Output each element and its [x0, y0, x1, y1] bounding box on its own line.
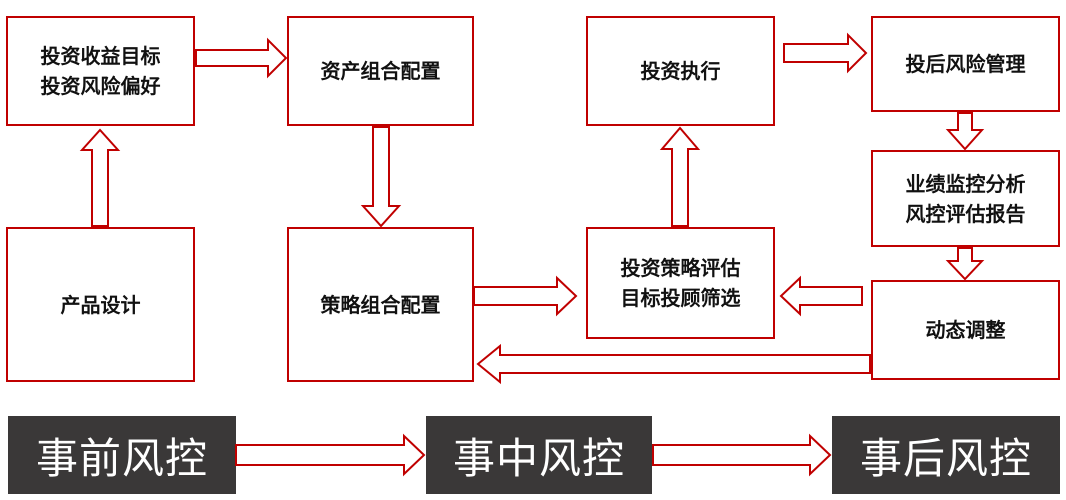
arrow-execution-to-postrisk — [783, 32, 868, 74]
arrow-adjust-to-eval — [779, 275, 863, 317]
asset-allocation-box: 资产组合配置 — [287, 16, 474, 126]
execution-label: 投资执行 — [640, 59, 721, 83]
performance-label: 业绩监控分析 风控评估报告 — [905, 171, 1026, 226]
goal-box: 投资收益目标 投资风险偏好 — [6, 16, 195, 126]
arrow-pre-to-mid — [235, 433, 426, 477]
performance-box: 业绩监控分析 风控评估报告 — [871, 150, 1060, 247]
dynamic-adjust-box: 动态调整 — [871, 280, 1060, 380]
post-risk-phase-label: 事后风控 — [859, 433, 1032, 483]
post-risk-box: 投后风险管理 — [871, 16, 1060, 112]
mid-risk-phase: 事中风控 — [426, 416, 652, 494]
post-risk-phase: 事后风控 — [832, 416, 1060, 494]
arrow-mid-to-post — [652, 433, 832, 477]
mid-risk-label: 事中风控 — [452, 433, 625, 483]
arrow-asset-to-strategy — [360, 126, 402, 228]
strategy-allocation-box: 策略组合配置 — [287, 227, 474, 382]
strategy-eval-label: 投资策略评估 目标投顾筛选 — [620, 256, 741, 310]
strategy-allocation-label: 策略组合配置 — [320, 292, 441, 317]
pre-risk-phase: 事前风控 — [8, 416, 236, 494]
arrow-performance-to-adjust — [945, 247, 985, 281]
arrow-strategy-to-eval — [473, 275, 578, 317]
goal-label: 投资收益目标 投资风险偏好 — [40, 44, 161, 98]
pre-risk-label: 事前风控 — [35, 433, 208, 483]
arrow-adjust-to-strategy — [476, 343, 871, 385]
product-design-box: 产品设计 — [6, 227, 195, 382]
arrow-postrisk-to-performance — [945, 112, 985, 151]
dynamic-adjust-label: 动态调整 — [925, 318, 1006, 342]
arrow-product-to-goal — [79, 128, 121, 227]
arrow-eval-to-execution — [659, 126, 701, 227]
product-design-label: 产品设计 — [60, 292, 141, 317]
post-risk-label: 投后风险管理 — [905, 52, 1026, 76]
execution-box: 投资执行 — [586, 16, 775, 126]
arrow-goal-to-asset — [195, 37, 288, 79]
strategy-eval-box: 投资策略评估 目标投顾筛选 — [586, 227, 775, 339]
asset-allocation-label: 资产组合配置 — [320, 59, 441, 83]
